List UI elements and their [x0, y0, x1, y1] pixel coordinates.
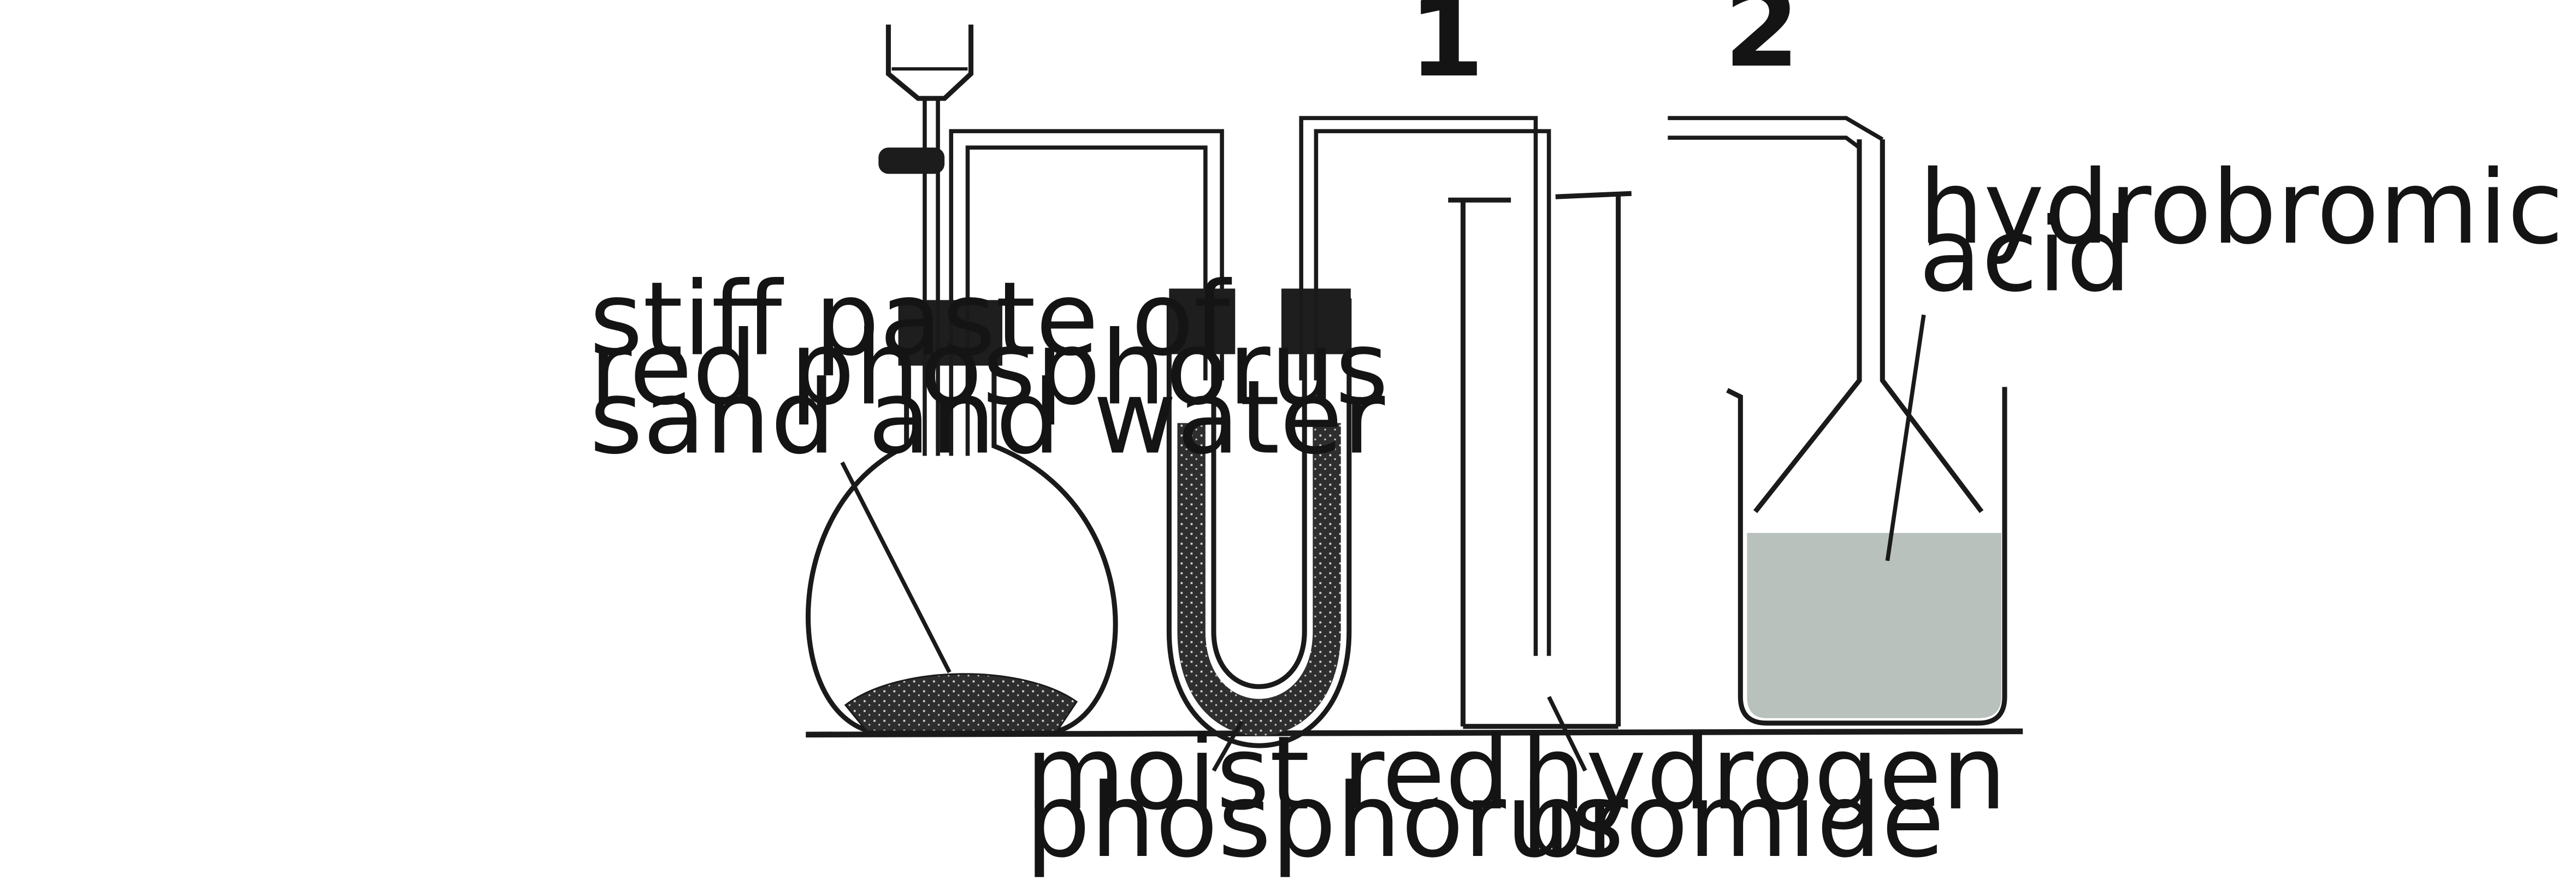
marker-1: 1	[1409, 0, 1485, 101]
dropping-funnel	[885, 25, 974, 101]
label-moist-red-phosphorus: moist red phosphorus	[1025, 715, 1624, 881]
beaker	[1668, 116, 2007, 726]
phosphorus-paste	[844, 673, 1078, 732]
label-stiff-paste: stiff paste of red phosphorus sand and w…	[589, 261, 1421, 477]
label-hydrogen-bromide: hydrogen bromide	[1521, 715, 2039, 881]
label-hbr-line-2: bromide	[1521, 763, 1945, 881]
label-stiff-paste-line-2: red phosphorus	[589, 310, 1389, 428]
label-hbr-line-1: hydrogen	[1521, 715, 2006, 833]
u-tube	[1166, 116, 1551, 748]
label-hydrobromic-acid: hydrobromic acid	[1919, 149, 2576, 315]
inverted-funnel	[1753, 139, 1984, 513]
label-stiff-paste-line-3: sand and water	[589, 359, 1385, 477]
label-acid-line-1: hydrobromic	[1919, 149, 2564, 267]
round-bottom-flask	[805, 25, 1224, 736]
label-acid-line-2: acid	[1919, 197, 2131, 315]
gas-jar	[1448, 191, 1632, 729]
marker-2: 2	[1724, 0, 1800, 91]
label-moist-line-2: phosphorus	[1025, 763, 1624, 881]
label-moist-line-1: moist red	[1025, 715, 1510, 833]
moist-phosphorus-fill	[1177, 423, 1341, 736]
label-stiff-paste-line-1: stiff paste of	[589, 261, 1232, 379]
hydrobromic-acid-liquid	[1747, 533, 2001, 718]
funnel-tap	[878, 147, 945, 174]
